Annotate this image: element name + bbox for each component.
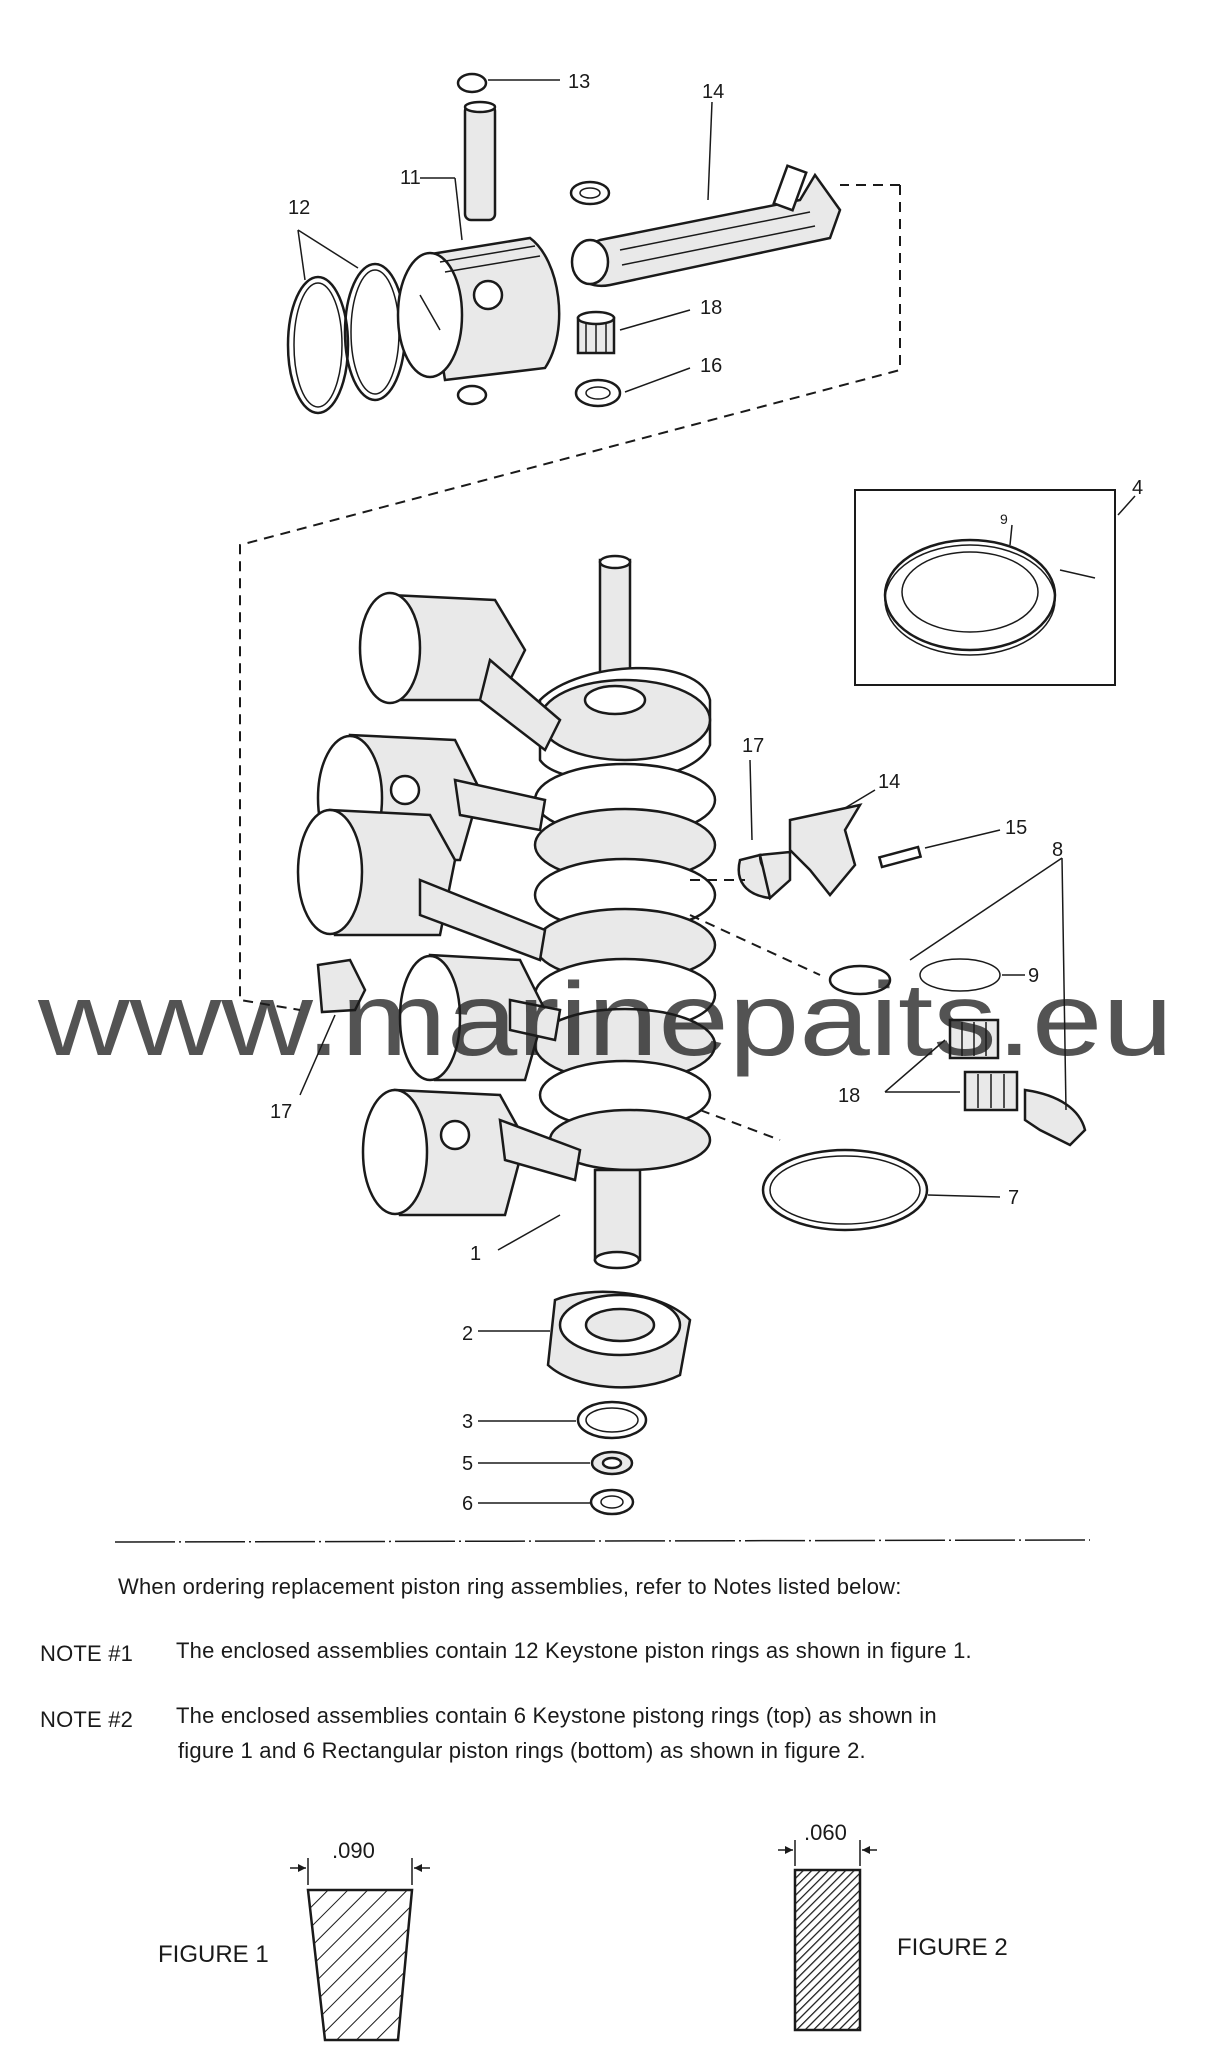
needle-bearing-right-upper: [948, 1018, 1000, 1060]
piston-pin: [463, 100, 497, 222]
washer-5: [590, 1450, 634, 1476]
bearing-o-ring: [919, 958, 1001, 992]
note-1-text: The enclosed assemblies contain 12 Keyst…: [176, 1638, 972, 1663]
notes-intro: When ordering replacement piston ring as…: [118, 1574, 902, 1599]
ball-bearing: [546, 1290, 692, 1389]
callout-18-right: 18: [838, 1085, 860, 1107]
lower-bearing-stack: [478, 1290, 692, 1516]
piston: [396, 236, 561, 382]
piston-cylinder-1: [358, 591, 562, 752]
callout-8: 8: [1052, 839, 1063, 861]
callout-16: 16: [700, 355, 722, 377]
callout-7: 7: [1008, 1187, 1019, 1209]
main-bearing-cage-right: [737, 850, 792, 901]
piston-rings: [286, 262, 407, 415]
needle-bearing: [576, 310, 616, 355]
callout-6: 6: [462, 1493, 473, 1515]
piston-pin-retainer-top: [456, 72, 488, 94]
callout-13: 13: [568, 71, 590, 93]
thrust-washer-top: [569, 180, 611, 206]
callout-14-rod-cap: 14: [878, 771, 900, 793]
oil-seal-inset: [854, 489, 1136, 686]
main-bearing-cage-left: [316, 958, 367, 1014]
figure-2-dimension: .060: [804, 1820, 847, 1845]
callout-18-top: 18: [700, 297, 722, 319]
note-2-label: NOTE #2: [40, 1707, 134, 1732]
note-2-line-1: The enclosed assemblies contain 6 Keysto…: [176, 1703, 937, 1728]
figure-2-label: FIGURE 2: [897, 1934, 1008, 1961]
piston-cylinder-4: [398, 953, 562, 1082]
rod-cap-parts: [299, 759, 1087, 1232]
main-bearing-shell: [1023, 1088, 1087, 1147]
note-1-label: NOTE #1: [40, 1641, 134, 1666]
callout-15: 15: [1005, 817, 1027, 839]
callout-9-inset: 9: [1000, 511, 1008, 527]
piston-cylinder-5: [361, 1088, 582, 1217]
thrust-washer: [574, 378, 622, 408]
crankshaft-assembly: [296, 554, 717, 1270]
callout-3: 3: [462, 1411, 473, 1433]
figure-1-keystone-ring: [290, 1858, 430, 2042]
bearing-race-ring: [828, 964, 892, 996]
callout-11: 11: [400, 167, 421, 189]
callout-17-left: 17: [270, 1101, 292, 1123]
callout-9-right: 9: [1028, 965, 1039, 987]
callout-14-connecting-rod: 14: [702, 81, 724, 103]
callout-17-right: 17: [742, 735, 764, 757]
rod-cap: [788, 803, 863, 897]
needle-bearing-right-lower: [963, 1070, 1019, 1112]
callout-1: 1: [470, 1243, 481, 1265]
callout-4: 4: [1132, 477, 1143, 499]
figure-2-rectangular-ring: [778, 1840, 877, 2032]
connecting-rod: [570, 164, 842, 288]
figure-1-label: FIGURE 1: [158, 1941, 269, 1968]
rod-cap-screw: [877, 845, 923, 869]
note-2-line-2: figure 1 and 6 Rectangular piston rings …: [178, 1738, 866, 1763]
figure-1-dimension: .090: [332, 1838, 375, 1863]
washer-6: [589, 1488, 635, 1516]
callout-5: 5: [462, 1453, 473, 1475]
callout-12: 12: [288, 197, 310, 219]
piston-cylinder-3: [296, 808, 547, 962]
callout-2: 2: [462, 1323, 473, 1345]
piston-assembly-exploded: [239, 72, 901, 1011]
watermark: www.marinepaits.eu: [37, 962, 1173, 1078]
separator-line: [114, 1539, 1091, 1543]
piston-pin-retainer-bottom: [456, 384, 488, 406]
seal-ring-3: [576, 1400, 648, 1440]
crankshaft-retaining-ring: [761, 1148, 929, 1232]
